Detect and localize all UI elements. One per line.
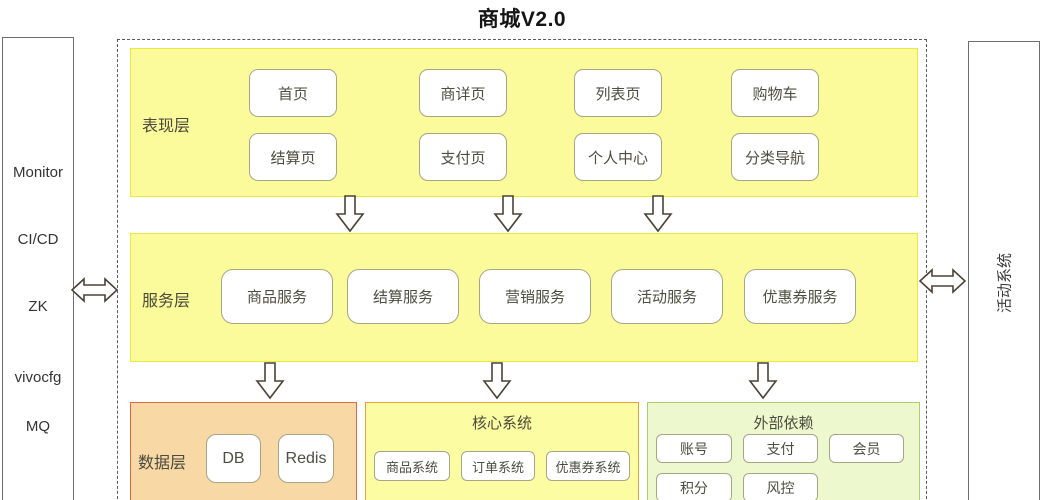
store-node-db: DB <box>206 434 261 483</box>
system-node-coupon: 优惠券系统 <box>546 451 630 481</box>
left-right-arrow-icon <box>71 275 118 305</box>
dep-node-risk: 风控 <box>743 473 818 500</box>
dep-node-payment: 支付 <box>743 434 818 463</box>
activity-system-label: 活动系统 <box>996 252 1014 314</box>
page-node-pay: 支付页 <box>419 133 507 181</box>
data-layer: 数据层 DB Redis <box>130 402 357 500</box>
dep-node-points: 积分 <box>656 473 732 500</box>
down-arrow-icon <box>643 195 673 233</box>
page-node-category-nav: 分类导航 <box>731 133 819 181</box>
page-node-product-detail: 商详页 <box>419 69 507 117</box>
external-dependencies-title: 外部依赖 <box>753 415 814 432</box>
infra-item-mq: MQ <box>25 418 51 435</box>
service-node-marketing: 营销服务 <box>479 269 591 324</box>
down-arrow-icon <box>748 362 778 400</box>
core-systems: 核心系统 商品系统 订单系统 优惠券系统 <box>365 402 639 500</box>
store-node-redis: Redis <box>278 434 334 483</box>
page-node-list: 列表页 <box>574 69 662 117</box>
data-layer-label: 数据层 <box>138 455 187 472</box>
presentation-layer: 表现层 首页 商详页 列表页 购物车 结算页 支付页 个人中心 分类导航 <box>130 48 918 197</box>
diagram-title: 商城V2.0 <box>477 8 567 31</box>
infra-item-zk: ZK <box>28 298 48 315</box>
service-layer: 服务层 商品服务 结算服务 营销服务 活动服务 优惠券服务 <box>130 233 918 362</box>
service-node-product: 商品服务 <box>221 269 333 324</box>
dep-node-account: 账号 <box>656 434 732 463</box>
service-node-activity: 活动服务 <box>611 269 723 324</box>
system-node-product: 商品系统 <box>374 451 450 481</box>
page-node-cart: 购物车 <box>731 69 819 117</box>
infra-item-monitor: Monitor <box>12 164 64 181</box>
down-arrow-icon <box>335 195 365 233</box>
down-arrow-icon <box>255 362 285 400</box>
infra-panel: Monitor CI/CD ZK vivocfg MQ <box>2 37 74 500</box>
mall-system-boundary <box>117 39 927 500</box>
activity-system-panel: 活动系统 <box>968 41 1040 500</box>
page-node-checkout: 结算页 <box>249 133 337 181</box>
external-dependencies: 外部依赖 账号 支付 会员 积分 风控 <box>647 402 920 500</box>
presentation-layer-label: 表现层 <box>142 118 191 135</box>
left-right-arrow-icon <box>919 266 966 296</box>
service-node-coupon: 优惠券服务 <box>744 269 856 324</box>
service-layer-label: 服务层 <box>142 293 191 310</box>
system-node-order: 订单系统 <box>461 451 535 481</box>
page-node-home: 首页 <box>249 69 337 117</box>
infra-item-vivocfg: vivocfg <box>14 369 62 386</box>
down-arrow-icon <box>493 195 523 233</box>
core-systems-title: 核心系统 <box>471 415 532 432</box>
infra-item-cicd: CI/CD <box>17 231 59 248</box>
service-node-checkout: 结算服务 <box>347 269 459 324</box>
dep-node-member: 会员 <box>829 434 904 463</box>
down-arrow-icon <box>482 362 512 400</box>
page-node-profile: 个人中心 <box>574 133 662 181</box>
